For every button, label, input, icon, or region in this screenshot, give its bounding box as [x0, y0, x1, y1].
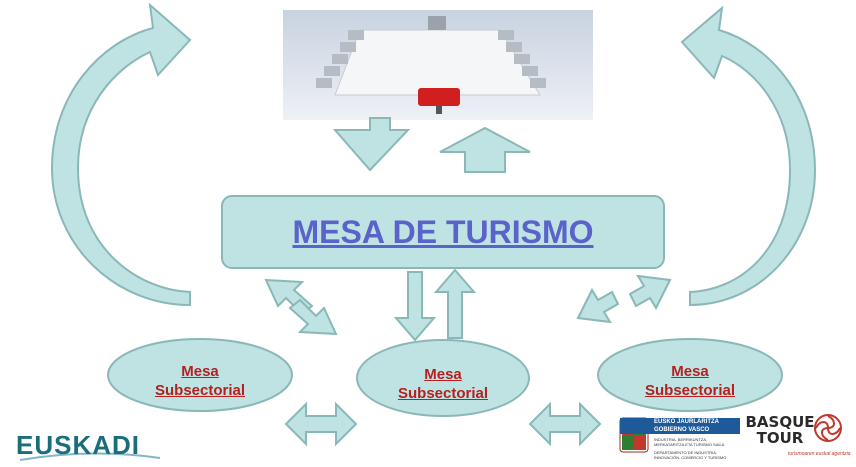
subsector-ellipse-left	[107, 338, 293, 412]
subsector-right-line1: Mesa	[671, 363, 709, 380]
euskadi-swoosh	[19, 452, 161, 461]
diagonal-arrow-right-down	[576, 287, 620, 324]
subsector-right-line2: Subsectorial	[644, 382, 736, 399]
basque-tour-swirl-icon	[814, 414, 842, 442]
subsector-center-line2: Subsectorial	[397, 385, 489, 402]
subsector-left-line1: Mesa	[181, 363, 219, 380]
diagonal-arrow-right-up	[628, 274, 672, 311]
double-arrow-left-center	[284, 401, 358, 447]
basque-tour-word1: BASQUE	[745, 413, 815, 431]
gov-line2: GOBIERNO VASCO	[620, 426, 740, 434]
euskadi-logo: EUSKADI	[16, 430, 141, 460]
subsector-ellipse-right	[597, 338, 783, 412]
main-box-title: MESA DE TURISMO	[292, 214, 594, 250]
main-box	[221, 195, 665, 269]
gov-small4: INNOVACIÓN, COMERCIO Y TURISMO	[654, 455, 727, 460]
up-arrow-main-to-photo	[439, 126, 531, 173]
subsector-label-right: Mesa Subsectorial	[600, 362, 780, 400]
gov-small1: INDUSTRIA, BERRIKUNTZA,	[654, 437, 708, 442]
double-arrow-center-right	[528, 401, 602, 447]
gov-small2: MERKATARITZA ETA TURISMO SAILA	[654, 442, 725, 447]
subsector-ellipse-center	[356, 339, 530, 417]
gov-small3: DEPARTAMENTO DE INDUSTRIA,	[654, 450, 718, 455]
subsector-label-center: Mesa Subsectorial	[358, 365, 528, 403]
subsector-label-left: Mesa Subsectorial	[110, 362, 290, 400]
subsector-center-line1: Mesa	[424, 366, 462, 383]
down-arrow-main-to-center	[393, 271, 437, 342]
gov-line1: EUSKO JAURLARITZA	[620, 418, 740, 426]
up-arrow-center-to-main	[433, 268, 477, 339]
subsector-left-line2: Subsectorial	[154, 382, 246, 399]
gobierno-vasco-logo: EUSKO JAURLARITZA GOBIERNO VASCO INDUSTR…	[620, 418, 740, 462]
basque-tour-word2: TOUR	[756, 429, 804, 447]
left-curved-arrow	[50, 2, 192, 307]
right-curved-arrow	[680, 5, 817, 307]
down-arrow-photo-to-main	[332, 117, 411, 172]
basque-tour-tagline: turismoaren euskal agentzia	[788, 451, 851, 457]
diagonal-arrow-left-down	[288, 298, 338, 336]
basque-tour-logo: BASQUE TOUR	[745, 414, 815, 446]
conference-table-photo	[283, 10, 593, 120]
